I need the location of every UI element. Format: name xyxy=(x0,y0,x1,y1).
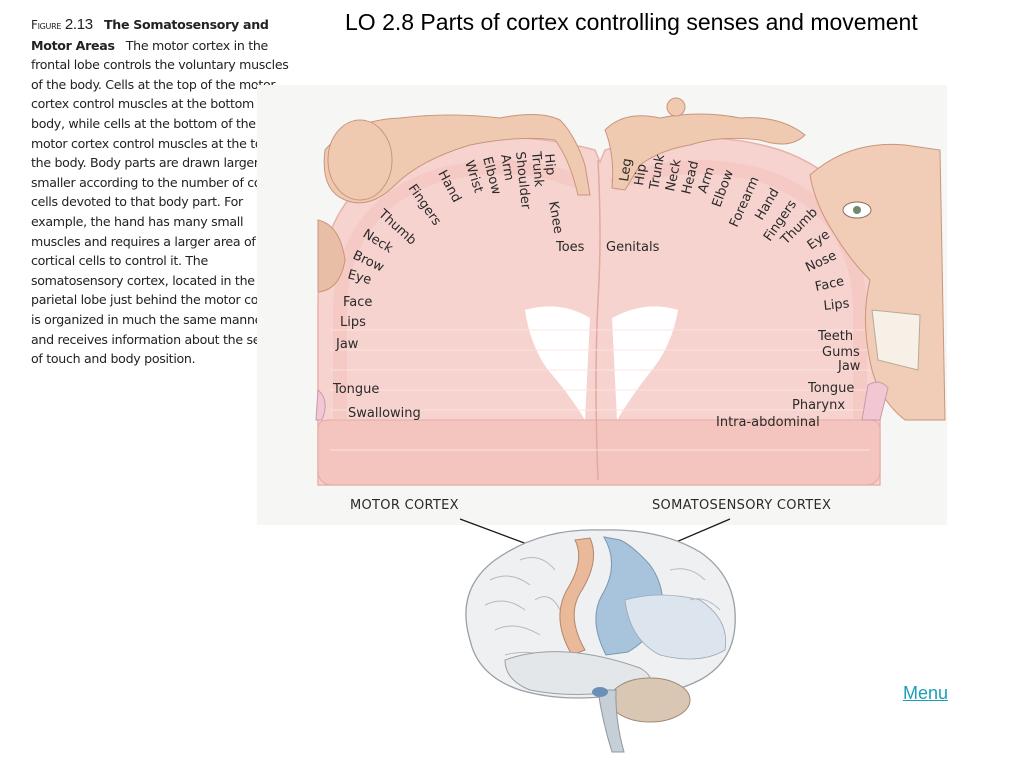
slide-title: LO 2.8 Parts of cortex controlling sense… xyxy=(345,9,918,35)
label-leg: Leg xyxy=(617,157,635,182)
label-teeth: Teeth xyxy=(817,329,853,344)
brain-stem xyxy=(597,689,625,753)
figure-word: Figure xyxy=(31,18,62,32)
menu-link[interactable]: Menu xyxy=(903,683,949,703)
label-genitals: Genitals xyxy=(606,240,660,255)
label-hip-motor: Hip xyxy=(541,153,558,176)
label-lips-sensory: Lips xyxy=(823,296,851,314)
label-toes: Toes xyxy=(555,240,585,255)
label-lips-motor: Lips xyxy=(340,315,366,330)
label-tongue-motor: Tongue xyxy=(332,382,379,397)
label-face-motor: Face xyxy=(343,295,372,310)
somatosensory-cortex-label: SOMATOSENSORY CORTEX xyxy=(652,498,831,513)
label-swallowing: Swallowing xyxy=(348,406,421,421)
label-tongue-sensory: Tongue xyxy=(807,381,854,396)
label-neck-sensory: Neck xyxy=(663,158,685,193)
figure-title: The Somatosensory and Motor Areas xyxy=(31,17,269,53)
label-face-sensory: Face xyxy=(814,274,846,295)
motor-cortex-label: MOTOR CORTEX xyxy=(350,498,459,513)
label-hip-sensory: Hip xyxy=(632,163,650,187)
label-eye-motor: Eye xyxy=(346,267,373,288)
label-intra-abdominal: Intra-abdominal xyxy=(716,415,820,430)
label-jaw-motor: Jaw xyxy=(335,337,359,352)
sensory-homunculus-figure xyxy=(604,97,946,421)
figure-number: 2.13 xyxy=(64,16,93,33)
label-trunk-motor: Trunk xyxy=(528,150,546,188)
right-ventricle xyxy=(612,306,678,420)
cortex-cross-section xyxy=(317,136,881,486)
figure-caption: Figure 2.13 The Somatosensory and Motor … xyxy=(31,15,293,369)
label-pharynx: Pharynx xyxy=(792,398,845,413)
left-ventricle xyxy=(525,306,590,420)
motor-homunculus-figure xyxy=(315,114,591,421)
brain-illustration xyxy=(465,529,736,753)
figure-body: The motor cortex in the frontal lobe con… xyxy=(31,37,293,367)
label-knee: Knee xyxy=(545,200,565,235)
label-trunk-sensory: Trunk xyxy=(647,153,668,192)
label-shoulder: Shoulder xyxy=(512,151,533,211)
label-gums: Gums xyxy=(822,345,860,360)
label-jaw-sensory: Jaw xyxy=(837,359,861,374)
label-arm-motor: Arm xyxy=(497,153,516,182)
cerebellum xyxy=(609,677,691,723)
